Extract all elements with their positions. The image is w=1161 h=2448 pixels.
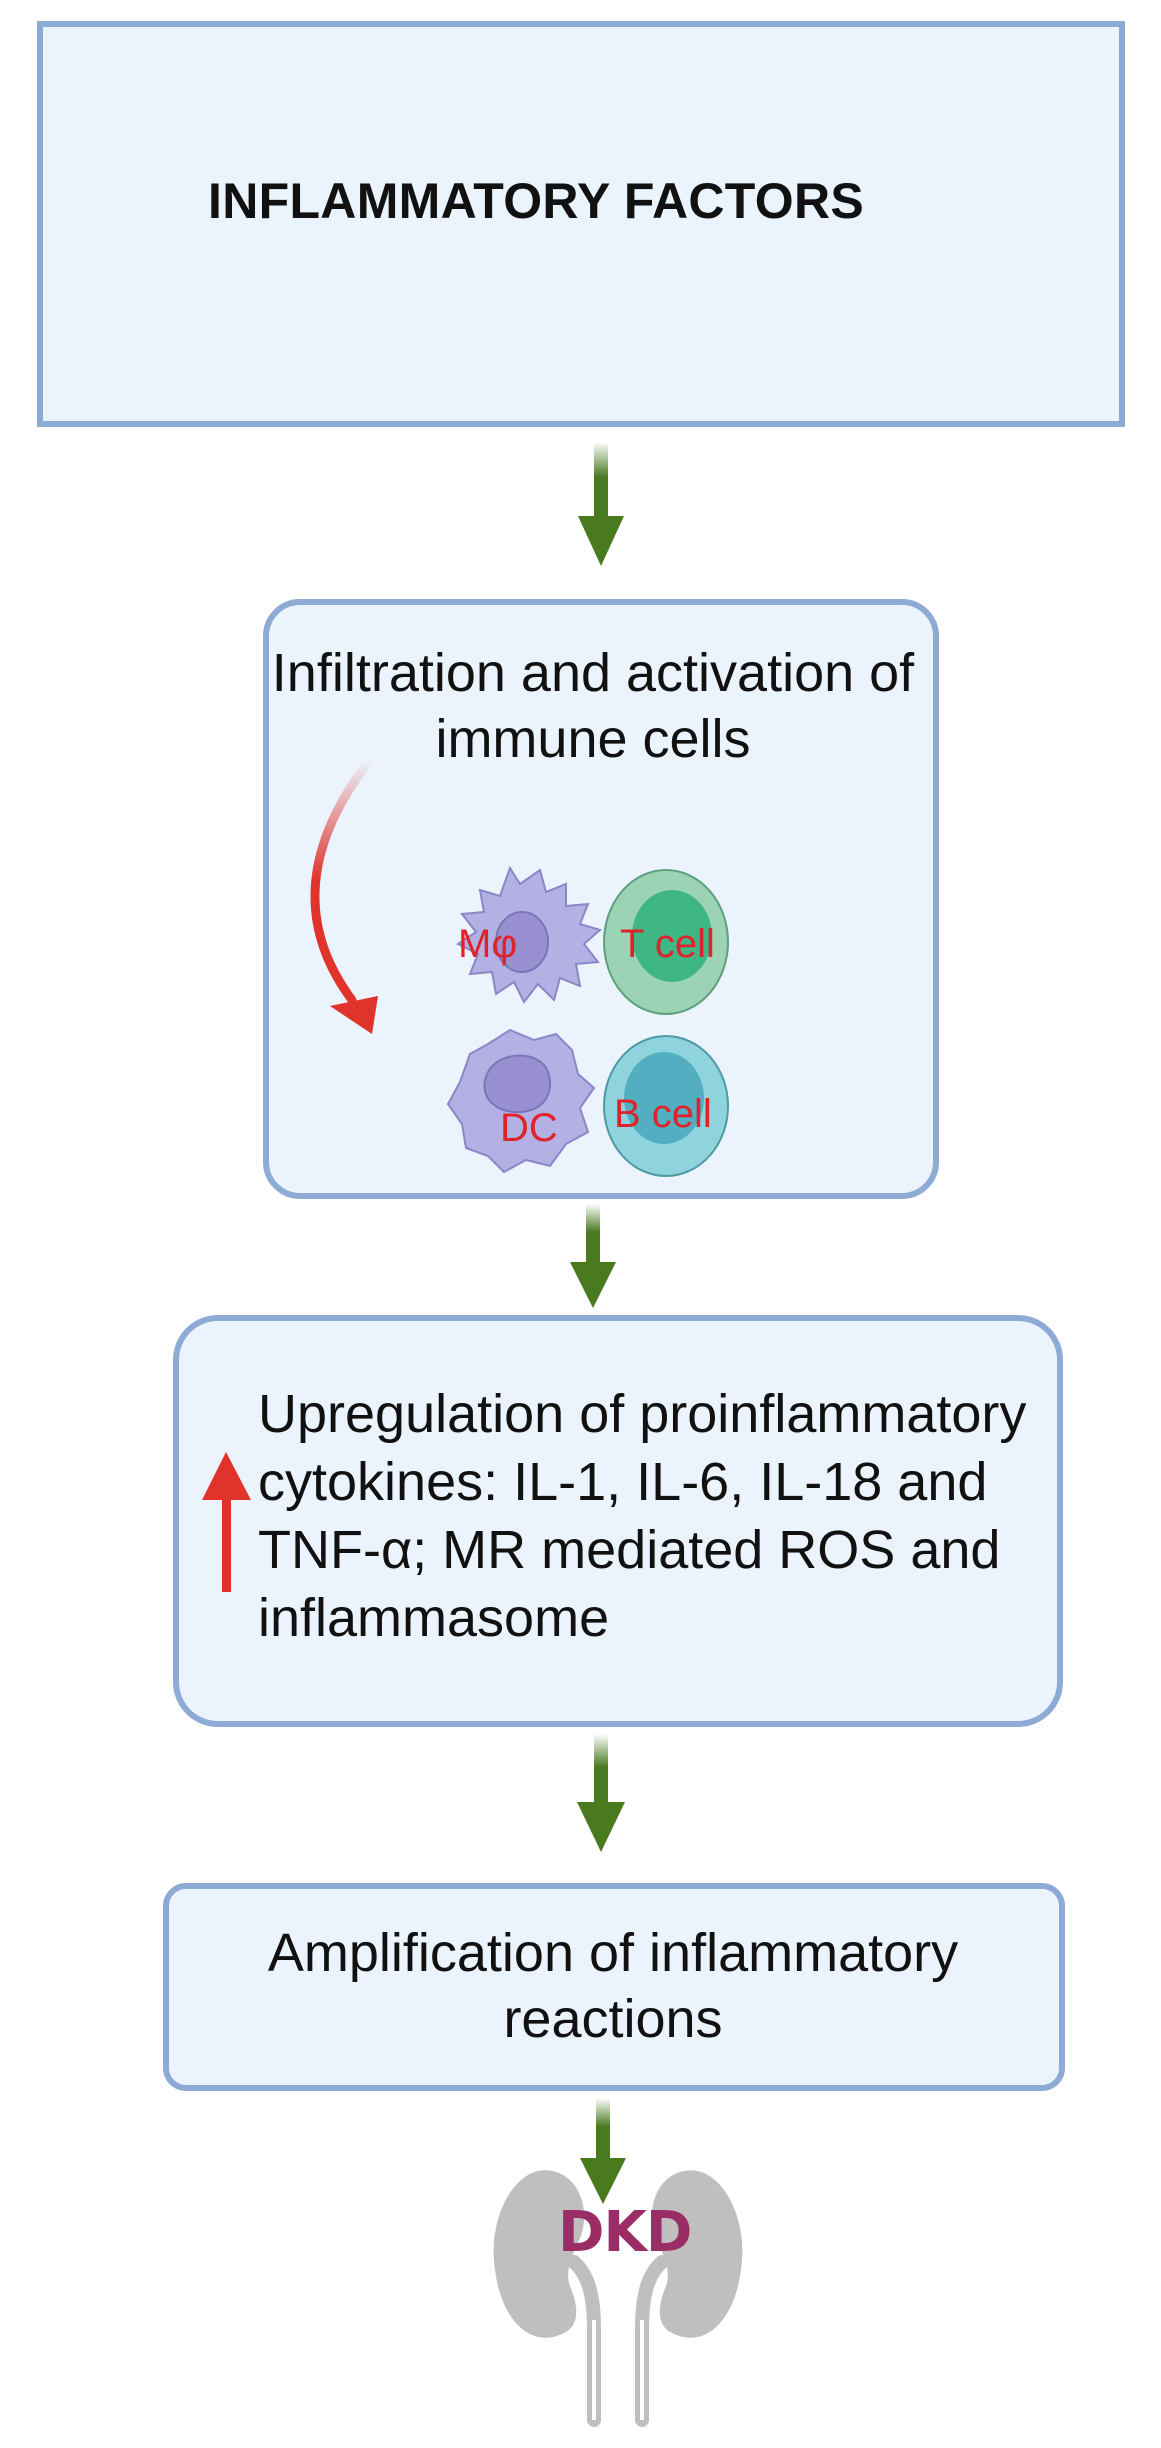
down-arrow-icon [570, 1204, 616, 1308]
b-cell-icon [603, 1035, 729, 1177]
immune-cells-label: Infiltration and activation of immune ce… [271, 643, 915, 769]
down-arrow-icon [577, 1734, 625, 1852]
b-cell-label: B cell [614, 1092, 712, 1136]
cytokines-label: Upregulation of proinflammatory cytokine… [258, 1384, 1027, 1648]
dkd-outcome-label: DKD [558, 2200, 692, 2265]
box-inflammatory-factors [37, 21, 1125, 427]
box-amplification [163, 1883, 1065, 2091]
macrophage-label: Mφ [458, 922, 518, 966]
box-immune-cells [263, 599, 939, 1199]
kidney-icon [493, 2170, 743, 2427]
dendritic-cell-label: DC [500, 1106, 558, 1150]
inflammatory-factors-title: INFLAMMATORY FACTORS [208, 173, 864, 229]
down-arrow-icon [580, 2098, 626, 2204]
box-cytokines [173, 1315, 1063, 1727]
dendritic-cell-icon [446, 1028, 596, 1174]
down-arrow-icon [578, 442, 624, 566]
t-cell-label: T cell [620, 922, 715, 966]
up-arrow-icon [202, 1452, 251, 1592]
amplification-label: Amplification of inflammatory reactions [267, 1923, 959, 2049]
macrophage-icon [456, 865, 603, 1004]
t-cell-icon [603, 869, 729, 1015]
curved-arrow-icon [310, 755, 378, 1034]
